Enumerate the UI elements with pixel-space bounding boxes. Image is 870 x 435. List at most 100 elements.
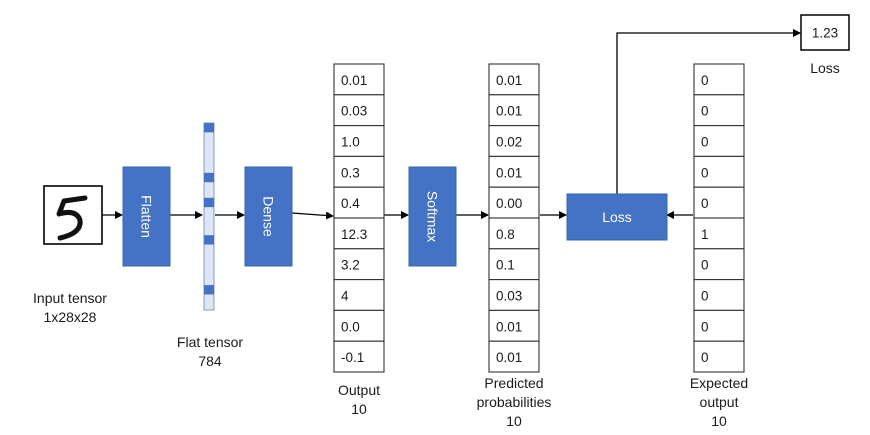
predicted-cell: 0.1 — [488, 248, 540, 281]
expected-cell: 0 — [693, 63, 745, 96]
loss-block: Loss — [566, 193, 668, 241]
softmax-block: Softmax — [408, 166, 457, 267]
expected-cell-value: 0 — [701, 196, 709, 211]
predicted-label-line3: 10 — [506, 413, 522, 429]
connectors — [102, 29, 801, 220]
output-cell-value: 0.03 — [341, 104, 367, 119]
expected-cell-value: 1 — [701, 227, 709, 242]
loss-result-box: 1.23 — [800, 14, 850, 51]
predicted-cell: 0.01 — [488, 63, 540, 96]
predicted-cell-value: 0.01 — [496, 165, 522, 180]
expected-label-line3: 10 — [711, 413, 727, 429]
expected-column: 0 0 0 0 0 1 0 0 0 0 — [693, 63, 745, 373]
arrow-dense-to-output — [291, 211, 334, 220]
flat-tensor-filled-slot — [204, 285, 214, 295]
predicted-cell: 0.01 — [488, 340, 540, 373]
flat-tensor-filled-slot — [204, 123, 214, 133]
output-cell: 4 — [333, 279, 385, 311]
dense-block: Dense — [244, 166, 293, 267]
output-cell-value: 0.01 — [341, 73, 367, 88]
output-cell-value: 0.0 — [341, 319, 360, 334]
flatten-block: Flatten — [122, 166, 171, 267]
predicted-cell-value: 0.1 — [496, 258, 515, 273]
expected-label: Expected output 10 — [664, 374, 774, 431]
output-cell: -0.1 — [333, 340, 385, 373]
predicted-cell-value: 0.00 — [496, 196, 522, 211]
flat-tensor-bar-outline — [203, 122, 215, 311]
input-tensor-label-line1: Input tensor — [33, 290, 107, 306]
predicted-cell: 0.01 — [488, 309, 540, 342]
predicted-cell-value: 0.01 — [496, 350, 522, 365]
expected-cell: 0 — [693, 155, 745, 188]
expected-cell: 0 — [693, 186, 745, 219]
flat-tensor-bar — [203, 122, 215, 311]
flat-tensor-label-line2: 784 — [198, 353, 222, 369]
output-cell-value: -0.1 — [341, 350, 364, 365]
digit-five-image — [56, 195, 88, 241]
loss-block-label: Loss — [602, 209, 632, 225]
predicted-label-line2: probabilities — [476, 394, 552, 410]
expected-cell: 0 — [693, 125, 745, 157]
expected-cell: 0 — [693, 309, 745, 342]
predicted-column: 0.01 0.01 0.02 0.01 0.00 0.8 0.1 0.03 0.01 0.01 — [488, 63, 540, 373]
output-cell-value: 0.4 — [341, 196, 360, 211]
output-cell: 0.3 — [333, 155, 385, 188]
output-cell: 3.2 — [333, 248, 385, 281]
output-column: 0.01 0.03 1.0 0.3 0.4 12.3 3.2 4 0.0 -0.1 — [333, 63, 385, 373]
flat-tensor-label: Flat tensor 784 — [150, 333, 270, 371]
expected-cell-value: 0 — [701, 319, 709, 334]
expected-cell: 1 — [693, 217, 745, 250]
predicted-label: Predicted probabilities 10 — [459, 374, 569, 431]
softmax-block-label: Softmax — [425, 191, 441, 242]
predicted-cell-value: 0.03 — [496, 289, 522, 304]
output-cell-value: 3.2 — [341, 258, 360, 273]
predicted-cell: 0.01 — [488, 94, 540, 127]
predicted-cell: 0.03 — [488, 279, 540, 311]
flat-tensor-label-line1: Flat tensor — [176, 334, 244, 350]
output-cell-value: 4 — [341, 289, 349, 304]
expected-cell-value: 0 — [701, 73, 709, 88]
loss-result-label: Loss — [810, 60, 840, 76]
expected-cell-value: 0 — [701, 135, 709, 150]
expected-cell: 0 — [693, 340, 745, 373]
output-label-line1: Output — [337, 382, 381, 398]
predicted-cell-value: 0.01 — [496, 319, 522, 334]
predicted-cell: 0.00 — [488, 186, 540, 219]
output-cell-value: 0.3 — [341, 165, 360, 180]
dense-block-label: Dense — [261, 196, 277, 237]
flat-tensor-filled-slot — [204, 172, 214, 183]
output-label-line2: 10 — [351, 401, 367, 417]
output-label: Output 10 — [309, 381, 409, 419]
expected-cell-value: 0 — [701, 104, 709, 119]
output-cell: 0.03 — [333, 94, 385, 127]
output-cell: 0.4 — [333, 186, 385, 219]
output-cell-value: 1.0 — [341, 135, 360, 150]
flatten-block-label: Flatten — [139, 195, 155, 238]
predicted-cell: 0.02 — [488, 125, 540, 157]
loss-result-value: 1.23 — [812, 26, 838, 41]
predicted-label-line1: Predicted — [484, 375, 544, 391]
expected-cell-value: 0 — [701, 289, 709, 304]
output-cell: 1.0 — [333, 125, 385, 157]
predicted-cell: 0.8 — [488, 217, 540, 250]
output-cell: 0.01 — [333, 63, 385, 96]
expected-cell: 0 — [693, 94, 745, 127]
expected-cell: 0 — [693, 279, 745, 311]
predicted-cell-value: 0.02 — [496, 135, 522, 150]
predicted-cell-value: 0.01 — [496, 104, 522, 119]
arrow-loss-to-result — [616, 29, 801, 194]
expected-cell-value: 0 — [701, 350, 709, 365]
output-cell: 0.0 — [333, 309, 385, 342]
predicted-cell: 0.01 — [488, 155, 540, 188]
input-tensor-label-line2: 1x28x28 — [43, 309, 97, 325]
expected-cell-value: 0 — [701, 165, 709, 180]
input-tensor-label: Input tensor 1x28x28 — [5, 289, 135, 327]
expected-cell-value: 0 — [701, 258, 709, 273]
output-cell-value: 12.3 — [341, 227, 367, 242]
flat-tensor-filled-slot — [204, 197, 214, 208]
predicted-cell-value: 0.8 — [496, 227, 515, 242]
predicted-cell-value: 0.01 — [496, 73, 522, 88]
expected-label-line1: Expected — [689, 375, 749, 391]
flat-tensor-filled-slot — [204, 235, 214, 245]
